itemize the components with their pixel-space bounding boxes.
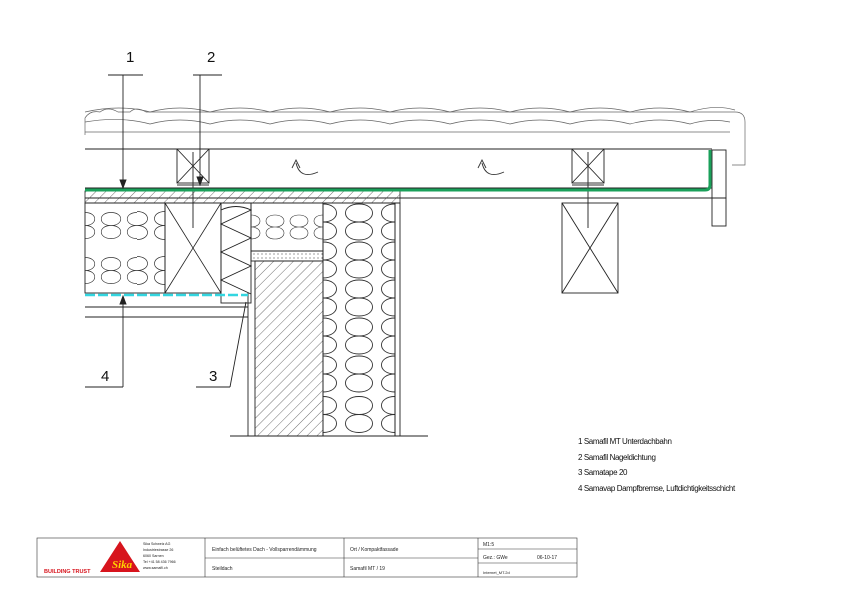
callout-2: 2 xyxy=(207,49,215,66)
sika-logo: Sika xyxy=(100,541,140,572)
svg-text:Sika Schweiz AG: Sika Schweiz AG xyxy=(143,542,171,546)
svg-text:6060 Sarnen: 6060 Sarnen xyxy=(143,554,164,558)
description-line-1: Einfach belüftetes Dach - Vollsparrendäm… xyxy=(212,547,317,553)
legend: 1 Samafil MT Unterdachbahn 2 Samafil Nag… xyxy=(578,437,736,493)
ventilation-arrow-icon xyxy=(291,158,505,175)
title-block xyxy=(36,537,578,578)
callout-1: 1 xyxy=(126,49,134,66)
legend-item-2: 2 Samafil Nageldichtung xyxy=(578,453,656,462)
svg-text:www.samafil.ch: www.samafil.ch xyxy=(143,566,168,570)
facade-insulation xyxy=(230,202,428,437)
callout-leaders xyxy=(85,74,247,388)
svg-text:Sika: Sika xyxy=(112,559,133,571)
interior-ceiling xyxy=(85,293,248,318)
detail-line-2: Samafil MT / 19 xyxy=(350,566,385,572)
roof-tiles xyxy=(84,107,746,166)
sheathing-board xyxy=(84,190,401,204)
lower-rafter xyxy=(561,202,619,294)
underlay-membrane xyxy=(85,150,712,192)
description-line-2: Steildach xyxy=(212,566,233,572)
scale-label: M1:5 xyxy=(483,542,494,548)
company-address: Sika Schweiz AG Industriestrasse 26 6060… xyxy=(143,542,176,570)
legend-item-4: 4 Samavap Dampfbremse, Luftdichtigkeitss… xyxy=(578,484,736,493)
brand-tagline: BUILDING TRUST xyxy=(44,569,91,575)
legend-item-1: 1 Samafil MT Unterdachbahn xyxy=(578,437,672,446)
svg-text:Tel +41 58 436 7966: Tel +41 58 436 7966 xyxy=(143,560,176,564)
battens xyxy=(176,148,605,186)
masonry-wall xyxy=(247,260,324,437)
roof-structure xyxy=(85,148,727,227)
callout-3: 3 xyxy=(209,368,217,385)
date-label: 06-10-17 xyxy=(537,555,557,561)
file-reference: Internet_MT.2d xyxy=(483,570,510,575)
callout-labels: 1 2 4 3 xyxy=(101,49,217,385)
title-block-text: Einfach belüftetes Dach - Vollsparrendäm… xyxy=(212,542,557,575)
legend-item-3: 3 Samatape 20 xyxy=(578,468,628,477)
drawn-by: Gez.: GWe xyxy=(483,555,508,561)
callout-4: 4 xyxy=(101,368,109,385)
roof-insulation xyxy=(84,202,222,294)
detail-line-1: Ort / Kompaktfassade xyxy=(350,547,399,553)
svg-text:Industriestrasse 26: Industriestrasse 26 xyxy=(143,548,173,552)
